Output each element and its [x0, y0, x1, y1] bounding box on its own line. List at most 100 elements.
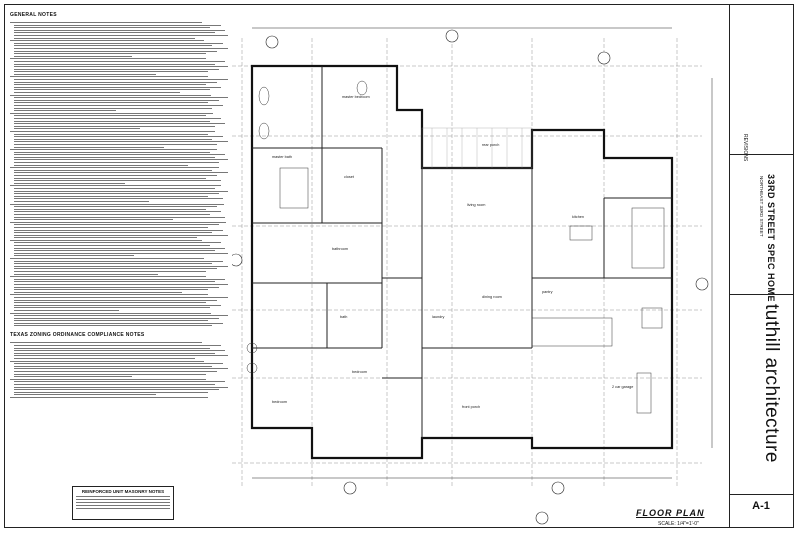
note-text-line [14, 260, 224, 262]
note-text-line [10, 360, 205, 362]
note-text-line [14, 190, 228, 192]
note-text-line [14, 296, 228, 298]
plan-scale: SCALE: 1/4"=1'-0" [658, 521, 699, 527]
note-text-line [14, 81, 217, 83]
general-notes-heading: GENERAL NOTES [10, 12, 57, 18]
note-text-line [14, 365, 213, 367]
note-text-line [14, 278, 226, 280]
note-text-line [14, 66, 228, 68]
note-text-line [14, 110, 117, 112]
note-text-line [14, 226, 209, 228]
note-text-line [10, 258, 205, 260]
room-label: bedroom [272, 400, 287, 404]
dimension-strings [252, 27, 713, 479]
note-text-line [10, 312, 211, 314]
room-label: rear porch [482, 143, 499, 147]
grid-bubbles [232, 29, 709, 525]
note-text-line [14, 247, 226, 249]
note-text-line [14, 376, 132, 378]
room-label: kitchen [572, 215, 584, 219]
note-text-line [14, 289, 209, 291]
note-text-line [14, 245, 211, 247]
note-text-line [14, 389, 219, 391]
note-text-line [10, 221, 226, 223]
note-text-line [14, 24, 222, 26]
note-text-line [14, 123, 226, 125]
note-text-line [14, 206, 217, 208]
note-text-line [14, 182, 126, 184]
room-label: pantry [542, 290, 553, 294]
note-text-line [14, 92, 180, 94]
note-text-line [14, 286, 219, 288]
note-text-line [14, 138, 213, 140]
note-text-line [14, 141, 228, 143]
note-text-line [14, 143, 217, 145]
note-text-line [14, 195, 209, 197]
note-text-line [14, 47, 228, 49]
note-text-line [14, 86, 222, 88]
note-text-line [10, 76, 209, 78]
note-text-line [14, 128, 141, 130]
note-text-line [14, 281, 215, 283]
exterior-walls [250, 64, 674, 460]
note-text-line [14, 315, 228, 317]
note-text-line [14, 162, 219, 164]
note-text-line [10, 112, 213, 114]
general-notes: GENERAL NOTES TEXAS ZONING ORDINANCE COM… [10, 12, 228, 524]
note-text-line [14, 84, 206, 86]
note-text-line [14, 234, 228, 236]
note-text-line [14, 60, 226, 62]
note-text-line [14, 50, 217, 52]
note-text-line [14, 89, 211, 91]
note-text-line [14, 355, 228, 357]
note-text-line [14, 352, 215, 354]
note-text-line [14, 350, 226, 352]
project-address: NORTHEAST 33RD STREET [759, 176, 764, 237]
note-text-line [14, 263, 213, 265]
note-text-line [14, 208, 206, 210]
note-text-line [14, 133, 209, 135]
note-text-line [14, 63, 215, 65]
note-text-line [14, 79, 228, 81]
compliance-notes-text [10, 342, 228, 398]
note-text-line [14, 125, 215, 127]
note-text-line [10, 396, 209, 398]
note-text-line [14, 200, 150, 202]
note-text-line [14, 371, 217, 372]
note-text-line [14, 42, 224, 44]
note-text-line [14, 265, 228, 267]
note-text-line [14, 242, 222, 244]
note-text-line [14, 309, 119, 311]
note-text-line [14, 271, 206, 272]
note-text-line [14, 146, 165, 148]
note-text-line [14, 229, 224, 231]
note-text-line [14, 368, 228, 370]
note-text-line [10, 167, 220, 169]
note-text-line [10, 40, 205, 42]
note-text-line [14, 211, 222, 213]
note-text-line [14, 345, 222, 347]
compliance-notes-heading: TEXAS ZONING ORDINANCE COMPLIANCE NOTES [10, 332, 145, 339]
note-text-line [14, 213, 211, 215]
note-text-line [14, 29, 226, 31]
note-text-line [14, 97, 228, 99]
firm-name: tuthill architecture [761, 304, 782, 463]
note-text-line [14, 164, 189, 166]
note-text-line [14, 55, 132, 57]
note-text-line [14, 32, 215, 34]
note-text-line [10, 94, 211, 96]
title-block: REVISIONS 33RD STREET SPEC HOME NORTHEAS… [729, 4, 794, 528]
note-text-line [14, 299, 217, 301]
note-text-line [14, 224, 219, 226]
note-text-line [14, 99, 219, 101]
note-text-line [14, 68, 219, 70]
note-text-line [10, 130, 215, 132]
note-text-line [14, 45, 213, 47]
note-text-line [14, 391, 209, 393]
note-text-line [14, 383, 215, 385]
note-text-line [10, 294, 209, 296]
note-text-line [10, 203, 224, 205]
note-text-line [14, 394, 156, 396]
